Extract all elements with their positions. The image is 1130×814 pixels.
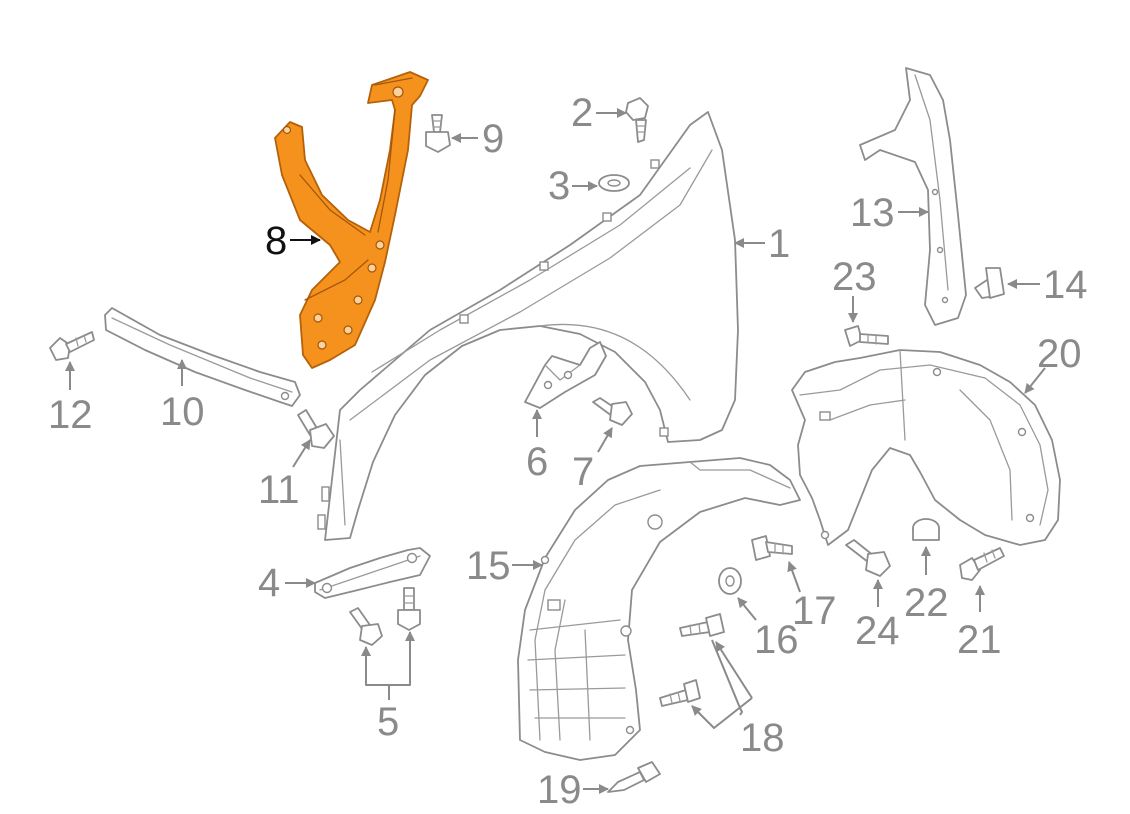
bolt-part-21[interactable] bbox=[959, 547, 1005, 581]
bolt-part-5a[interactable] bbox=[349, 607, 383, 646]
callout-22: 22 bbox=[904, 581, 949, 625]
clip-part-14[interactable] bbox=[974, 267, 1005, 299]
callout-9: 9 bbox=[482, 117, 504, 161]
bolt-part-9[interactable] bbox=[425, 114, 451, 153]
screw-part-19[interactable] bbox=[607, 761, 661, 793]
callout-4: 4 bbox=[258, 561, 280, 605]
small-bracket-part[interactable] bbox=[524, 341, 607, 409]
callout-labels: 1 2 3 4 5 6 7 8 9 10 11 12 13 14 15 16 1… bbox=[48, 91, 1088, 812]
support-bracket-part[interactable] bbox=[104, 307, 301, 407]
callout-20: 20 bbox=[1037, 332, 1082, 376]
bolt-part-23[interactable] bbox=[844, 325, 889, 347]
nut-part-16[interactable] bbox=[718, 567, 742, 595]
callout-24: 24 bbox=[855, 609, 900, 653]
nut-part-22[interactable] bbox=[912, 518, 940, 541]
callout-18: 18 bbox=[740, 716, 785, 760]
callout-17: 17 bbox=[792, 589, 837, 633]
bolt-part-24[interactable] bbox=[845, 539, 891, 577]
callout-19: 19 bbox=[537, 768, 582, 812]
bolt-part-5b[interactable] bbox=[397, 587, 421, 631]
callout-8: 8 bbox=[265, 219, 287, 263]
leader-lines bbox=[65, 108, 1046, 794]
callout-11: 11 bbox=[258, 468, 300, 512]
callout-2: 2 bbox=[571, 91, 593, 135]
callout-23: 23 bbox=[832, 255, 877, 299]
screw-part-18a[interactable] bbox=[679, 613, 725, 637]
callout-10: 10 bbox=[160, 390, 205, 434]
callout-15: 15 bbox=[466, 544, 511, 588]
bolt-part-12[interactable] bbox=[49, 331, 95, 361]
lower-bracket-part[interactable] bbox=[314, 547, 431, 599]
front-liner-part[interactable] bbox=[517, 457, 801, 761]
callout-6: 6 bbox=[526, 440, 548, 484]
seal-strip-part[interactable] bbox=[859, 67, 967, 326]
callout-3: 3 bbox=[548, 164, 570, 208]
bolt-part-2[interactable] bbox=[625, 97, 649, 143]
bolt-part-11[interactable] bbox=[297, 409, 335, 449]
washer-part-3[interactable] bbox=[598, 174, 630, 192]
callout-7: 7 bbox=[572, 450, 594, 494]
callout-21: 21 bbox=[957, 618, 1002, 662]
screw-part-17[interactable] bbox=[751, 535, 793, 561]
callout-5: 5 bbox=[377, 700, 399, 744]
callout-13: 13 bbox=[850, 191, 895, 235]
screw-part-18b[interactable] bbox=[659, 679, 701, 707]
callout-16: 16 bbox=[754, 618, 799, 662]
fender-bracket-part[interactable] bbox=[274, 71, 429, 369]
callout-1: 1 bbox=[768, 222, 790, 266]
callout-12: 12 bbox=[48, 393, 93, 437]
rear-liner-part[interactable] bbox=[791, 349, 1061, 546]
bolt-part-7[interactable] bbox=[592, 397, 633, 426]
fender-part[interactable] bbox=[317, 111, 739, 541]
callout-14: 14 bbox=[1043, 263, 1088, 307]
